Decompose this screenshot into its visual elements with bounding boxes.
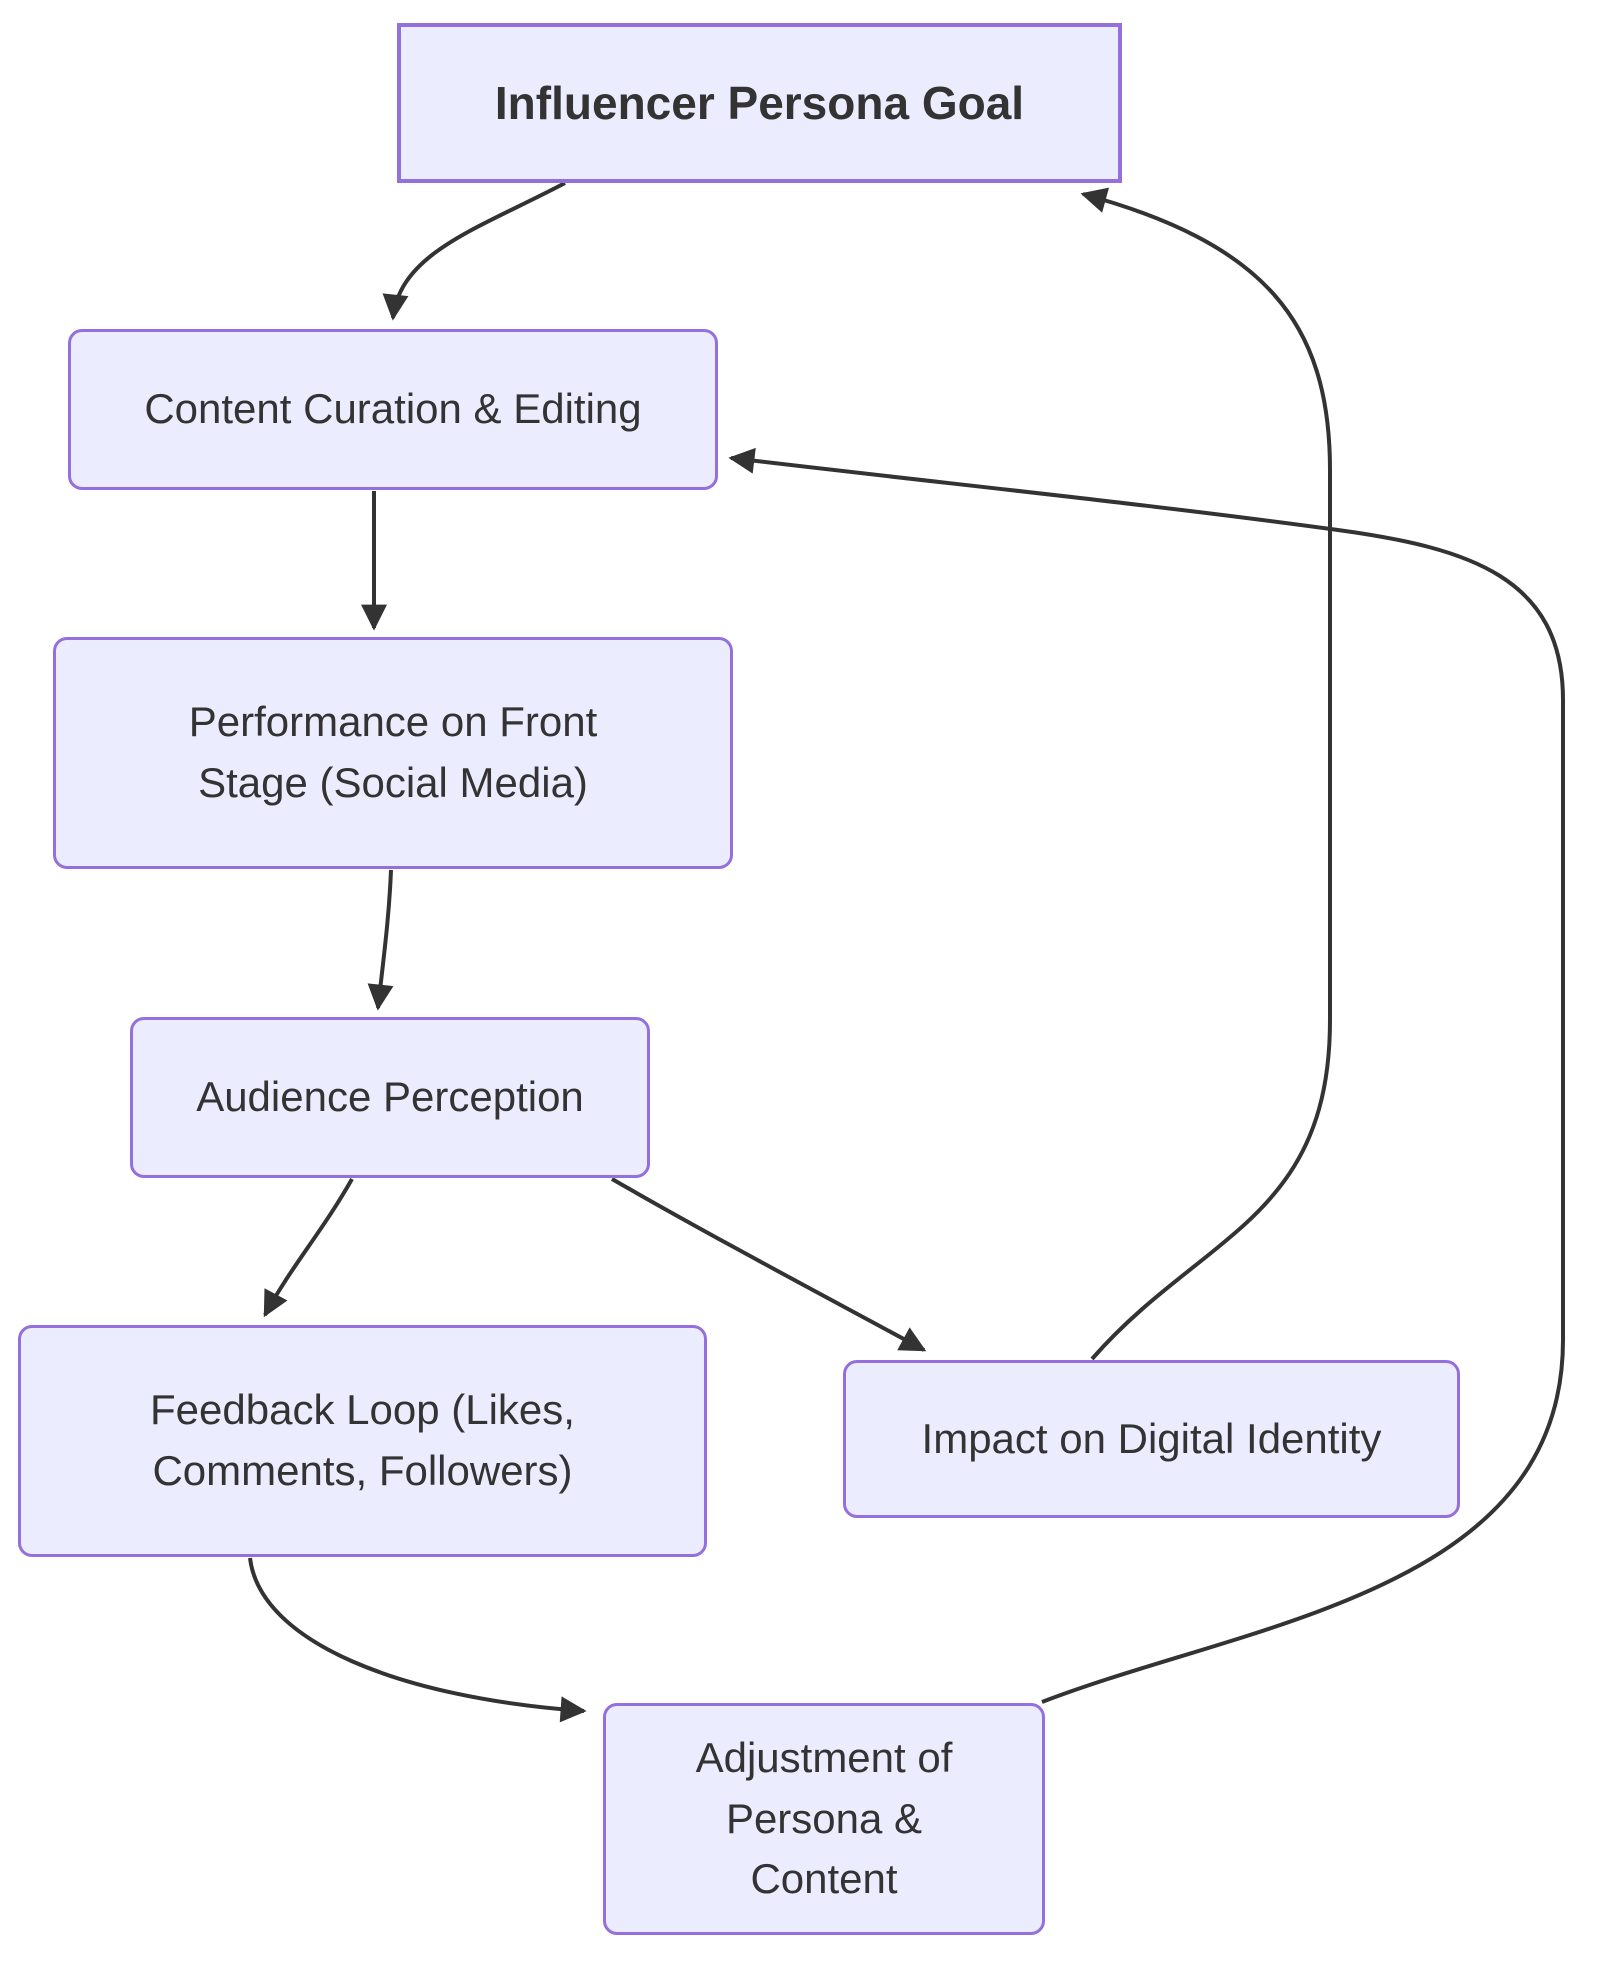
- edge-impact-to-goal: [1080, 187, 1332, 1361]
- edge-performance-to-audience: [367, 869, 394, 1011]
- node-adjustment-persona-content: Adjustment of Persona & Content: [603, 1703, 1045, 1935]
- node-label-adjustment-persona-content: Adjustment of Persona & Content: [695, 1733, 953, 1903]
- node-feedback-loop: Feedback Loop (Likes, Comments, Follower…: [18, 1325, 707, 1557]
- node-label-influencer-persona-goal: Influencer Persona Goal: [494, 76, 1025, 129]
- node-content-curation-editing: Content Curation & Editing: [68, 329, 718, 490]
- node-influencer-persona-goal: Influencer Persona Goal: [397, 23, 1122, 183]
- edge-goal-to-content: [382, 181, 566, 321]
- node-impact-digital-identity: Impact on Digital Identity: [843, 1360, 1460, 1518]
- edge-feedback-to-adjustment: [248, 1557, 587, 1723]
- node-performance-front-stage: Performance on Front Stage (Social Media…: [53, 637, 733, 869]
- node-label-impact-digital-identity: Impact on Digital Identity: [921, 1414, 1382, 1462]
- node-label-feedback-loop: Feedback Loop (Likes, Comments, Follower…: [150, 1386, 575, 1494]
- edge-audience-to-feedback: [263, 1178, 354, 1318]
- node-label-performance-front-stage: Performance on Front Stage (Social Media…: [188, 698, 598, 806]
- node-label-content-curation-editing: Content Curation & Editing: [144, 385, 642, 433]
- node-audience-perception: Audience Perception: [130, 1017, 650, 1178]
- node-label-audience-perception: Audience Perception: [196, 1073, 584, 1121]
